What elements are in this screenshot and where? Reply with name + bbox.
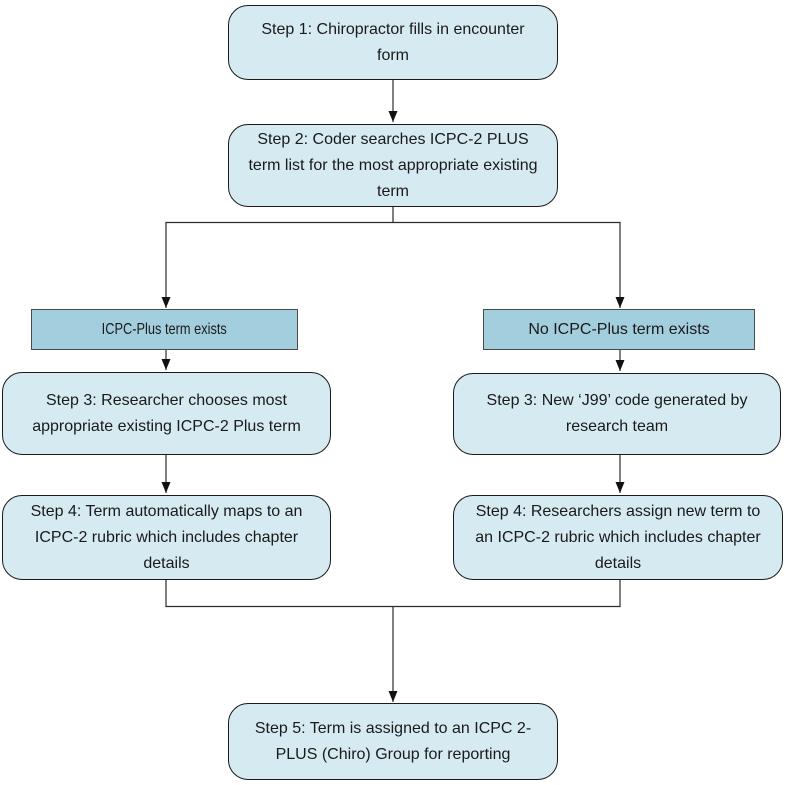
node-text-line: No ICPC-Plus term exists [528, 320, 710, 338]
node-text-line: an ICPC-2 rubric which includes chapter [475, 528, 761, 546]
node-text-line: Step 4: Term automatically maps to an [30, 502, 303, 520]
branch-label-term-exists: ICPC-Plus term exists [31, 309, 298, 350]
node-text-line: appropriate existing ICPC-2 Plus term [32, 417, 301, 435]
node-text-line: Step 3: Researcher chooses most [45, 391, 287, 409]
node-step-4-left: Step 4: Term automatically maps to an ICP… [2, 495, 331, 580]
node-step-4-right: Step 4: Researchers assign new term to an… [453, 495, 783, 580]
node-text-line: ICPC-2 rubric which includes chapter [34, 528, 299, 546]
node-text-line: details [143, 554, 190, 572]
node-step-2: Step 2: Coder searches ICPC-2 PLUS term l… [228, 124, 558, 207]
node-step-1: Step 1: Chiropractor fills in encounter f… [228, 5, 558, 80]
node-text-line: Step 3: New ‘J99’ code generated by [486, 392, 748, 409]
node-step-3-left: Step 3: Researcher chooses most appropria… [2, 372, 331, 455]
node-text-line: term [377, 182, 409, 200]
node-text-line: research team [565, 418, 669, 435]
node-text-line: Step 2: Coder searches ICPC-2 PLUS [257, 130, 529, 148]
node-text-line: details [594, 554, 642, 572]
branch-label-no-term-exists: No ICPC-Plus term exists [483, 309, 755, 350]
node-text-line: Step 5: Term is assigned to an ICPC 2- [254, 719, 532, 737]
node-text-line: term list for the most appropriate exist… [248, 156, 538, 174]
node-text-line: ICPC-Plus term exists [101, 320, 228, 338]
node-text-line: PLUS (Chiro) Group for reporting [275, 745, 511, 763]
node-text-line: Step 1: Chiropractor fills in encounter [261, 20, 525, 38]
node-step-5: Step 5: Term is assigned to an ICPC 2- PL… [228, 703, 558, 780]
node-text-line: form [377, 46, 409, 64]
node-text-line: Step 4: Researchers assign new term to [475, 502, 761, 520]
node-step-3-right: Step 3: New ‘J99’ code generated by resea… [453, 373, 781, 455]
